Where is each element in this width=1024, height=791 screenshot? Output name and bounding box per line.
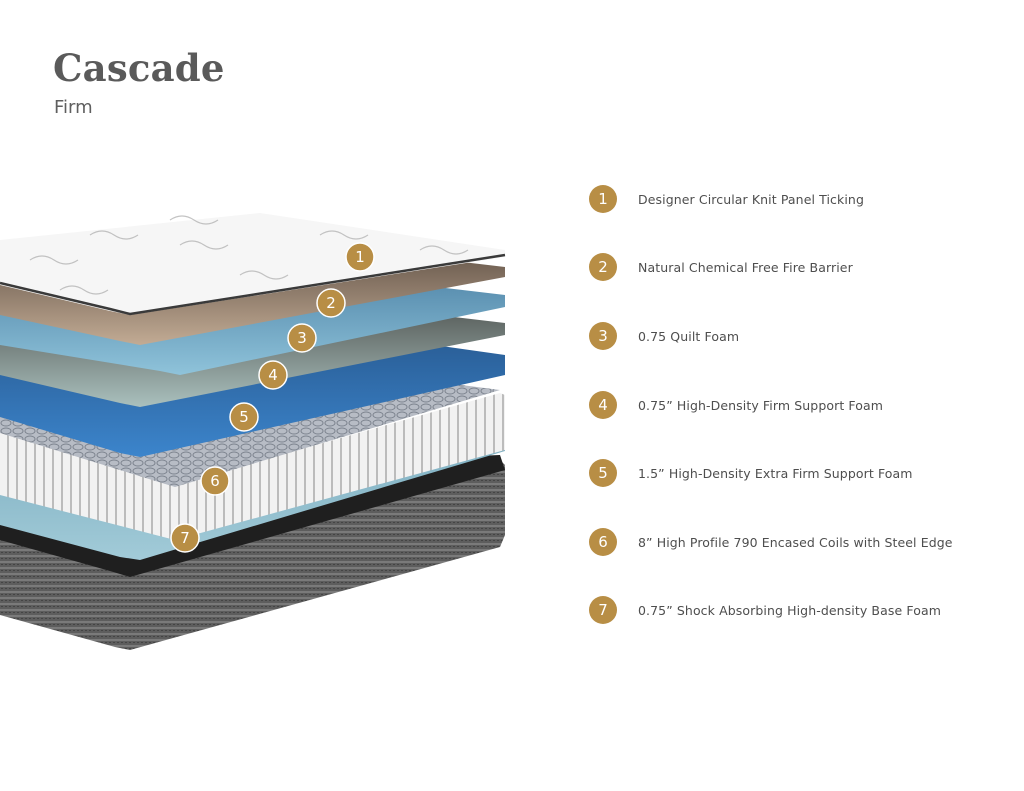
- callout-5: 5: [229, 402, 259, 432]
- callout-6-number: 6: [210, 472, 220, 490]
- legend-item-7: 7 0.75” Shock Absorbing High-density Bas…: [589, 595, 941, 625]
- callout-2: 2: [316, 288, 346, 318]
- legend-label-4: 0.75” High-Density Firm Support Foam: [638, 397, 884, 413]
- legend-badge-3: 3: [589, 322, 617, 350]
- callout-4: 4: [258, 360, 288, 390]
- layer-1-ticking: [0, 213, 506, 316]
- firmness-label: Firm: [54, 97, 93, 118]
- legend-item-1: 1 Designer Circular Knit Panel Ticking: [589, 184, 864, 214]
- legend-item-6: 6 8” High Profile 790 Encased Coils with…: [589, 527, 953, 557]
- legend-label-7: 0.75” Shock Absorbing High-density Base …: [638, 602, 941, 618]
- callout-3-number: 3: [297, 329, 307, 347]
- legend-label-3: 0.75 Quilt Foam: [638, 328, 740, 344]
- mattress-layers-illustration: 1 2 3 4 5 6 7: [0, 213, 506, 650]
- legend-label-6: 8” High Profile 790 Encased Coils with S…: [638, 534, 953, 550]
- legend-badge-6: 6: [589, 528, 617, 556]
- callout-2-number: 2: [326, 294, 336, 312]
- legend-item-4: 4 0.75” High-Density Firm Support Foam: [589, 390, 883, 420]
- legend-item-3: 3 0.75 Quilt Foam: [589, 321, 739, 351]
- legend-badge-7: 7: [589, 596, 617, 624]
- callout-3: 3: [287, 323, 317, 353]
- legend-item-5: 5 1.5” High-Density Extra Firm Support F…: [589, 458, 913, 488]
- callout-7: 7: [170, 523, 200, 553]
- legend-label-5: 1.5” High-Density Extra Firm Support Foa…: [638, 465, 913, 481]
- callout-6: 6: [200, 466, 230, 496]
- callout-1-number: 1: [355, 248, 365, 266]
- legend-item-2: 2 Natural Chemical Free Fire Barrier: [589, 252, 853, 282]
- legend-badge-1: 1: [589, 185, 617, 213]
- product-title: Cascade: [53, 46, 225, 90]
- callout-5-number: 5: [239, 408, 249, 426]
- legend-badge-2: 2: [589, 253, 617, 281]
- legend-badge-4: 4: [589, 391, 617, 419]
- legend-badge-5: 5: [589, 459, 617, 487]
- legend-label-1: Designer Circular Knit Panel Ticking: [638, 191, 864, 207]
- legend-label-2: Natural Chemical Free Fire Barrier: [638, 259, 853, 275]
- callout-1: 1: [345, 242, 375, 272]
- callout-4-number: 4: [268, 366, 278, 384]
- callout-7-number: 7: [180, 529, 190, 547]
